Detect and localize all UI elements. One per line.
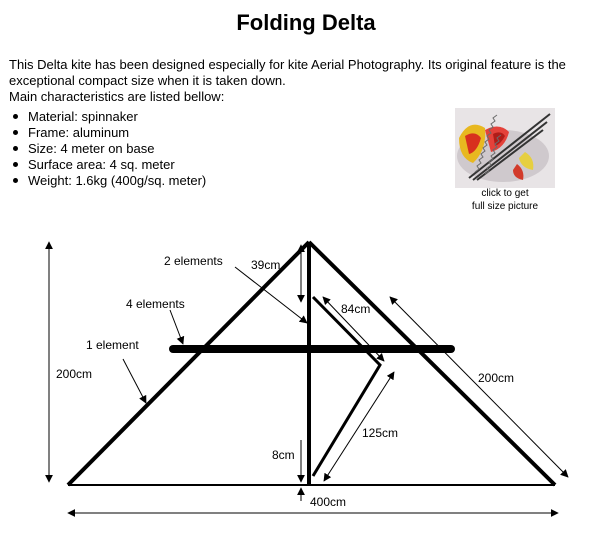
spec-item-frame: Frame: aluminum bbox=[9, 125, 206, 141]
intro-text: This Delta kite has been designed especi… bbox=[9, 57, 589, 105]
kite-photo-thumbnail[interactable] bbox=[455, 108, 555, 188]
spec-item-weight: Weight: 1.6kg (400g/sq. meter) bbox=[9, 173, 206, 189]
label-lower-strut: 125cm bbox=[362, 426, 398, 440]
label-two-elements: 2 elements bbox=[164, 254, 223, 268]
label-height-total: 200cm bbox=[56, 367, 92, 381]
upper-strut-dimension-line bbox=[322, 296, 385, 362]
photo-caption-line1: click to get bbox=[481, 188, 529, 199]
photo-caption-line2: full size picture bbox=[471, 201, 539, 212]
kite-frame-diagram: 2 elements 4 elements 1 element 200cm 39… bbox=[45, 240, 569, 517]
two-elements-pointer bbox=[234, 266, 308, 324]
intro-description: This Delta kite has been designed especi… bbox=[9, 57, 566, 88]
folding-strut bbox=[311, 295, 382, 477]
label-four-elements: 4 elements bbox=[126, 297, 185, 311]
lower-strut-dimension-line bbox=[323, 371, 395, 482]
page-title: Folding Delta bbox=[236, 10, 376, 35]
callout-pointers bbox=[122, 266, 308, 404]
photo-caption: click to get full size picture bbox=[440, 187, 570, 213]
spec-item-size: Size: 4 meter on base bbox=[9, 141, 206, 157]
label-bottom-gap: 8cm bbox=[272, 448, 295, 462]
right-leading-edge bbox=[307, 240, 557, 487]
label-base: 400cm bbox=[310, 495, 346, 509]
label-upper-strut: 84cm bbox=[341, 302, 370, 316]
side-dimension-line bbox=[389, 296, 569, 478]
spec-list: Material: spinnaker Frame: aluminum Size… bbox=[9, 109, 206, 189]
label-side-right: 200cm bbox=[478, 371, 514, 385]
one-element-pointer bbox=[122, 358, 147, 404]
label-one-element: 1 element bbox=[86, 338, 139, 352]
kite-frame bbox=[66, 240, 557, 487]
spec-item-material: Material: spinnaker bbox=[9, 109, 206, 125]
four-elements-pointer bbox=[169, 309, 185, 345]
spec-item-surface: Surface area: 4 sq. meter bbox=[9, 157, 206, 173]
dimension-lines bbox=[45, 241, 569, 517]
left-leading-edge bbox=[66, 240, 311, 487]
intro-characteristics-heading: Main characteristics are listed bellow: bbox=[9, 89, 225, 104]
kite-photo-thumbnail-link[interactable] bbox=[455, 108, 555, 188]
label-top-gap: 39cm bbox=[251, 258, 280, 272]
